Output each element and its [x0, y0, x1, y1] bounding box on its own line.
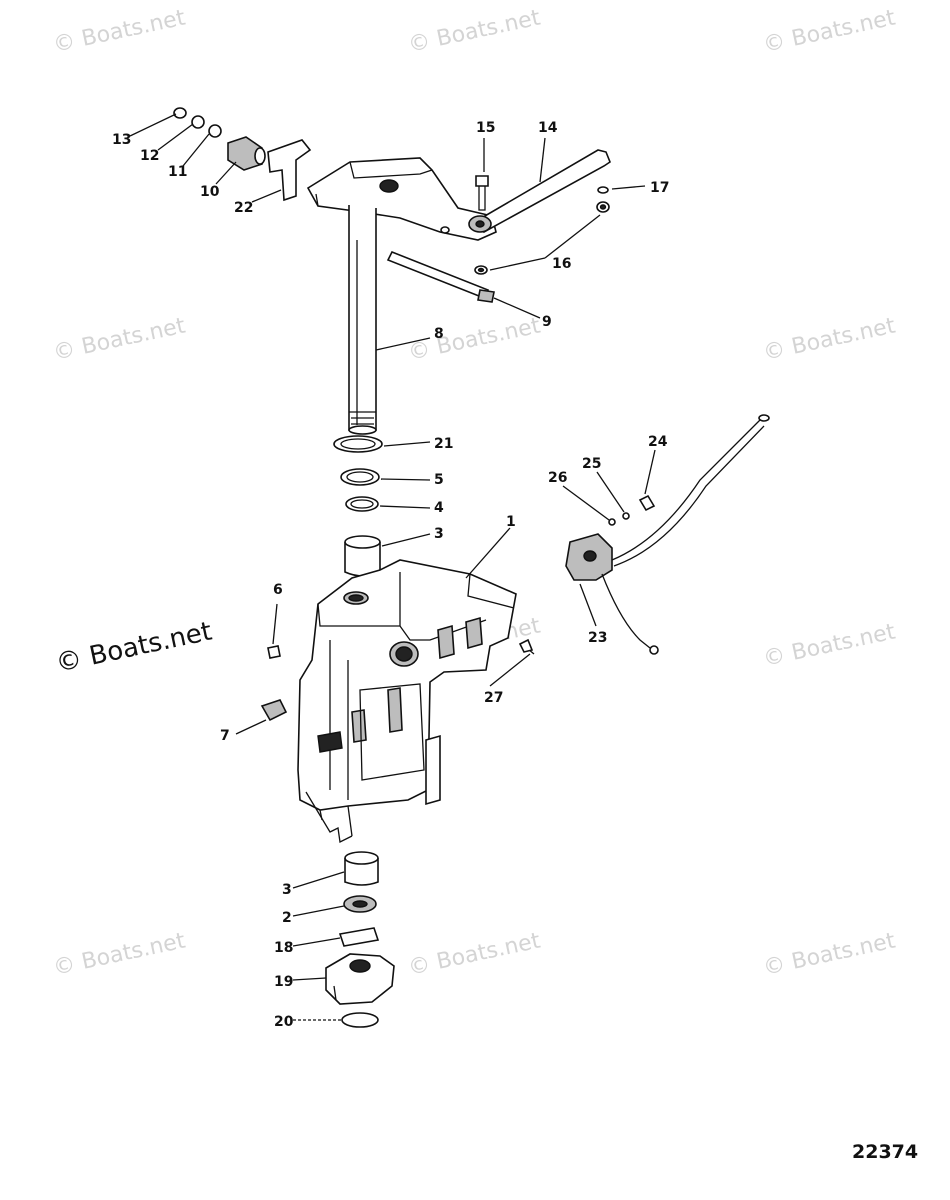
small-parts-upper-left: [173, 107, 312, 202]
callout-27: 27: [484, 690, 503, 706]
nuts-16-17: [474, 186, 610, 275]
callout-6: 6: [273, 582, 283, 598]
watermark: © Boats.net: [761, 928, 898, 980]
callout-26: 26: [548, 470, 567, 486]
watermark: © Boats.net: [761, 5, 898, 57]
callout-15: 15: [476, 120, 495, 136]
callout-21: 21: [434, 436, 453, 452]
callout-10: 10: [200, 184, 220, 200]
callout-3-lower: 3: [282, 882, 292, 898]
callout-24: 24: [648, 434, 668, 450]
callout-1: 1: [506, 514, 516, 530]
steering-arm: [306, 157, 497, 435]
watermark: © Boats.net: [761, 619, 898, 671]
callout-16: 16: [552, 256, 571, 272]
callout-17: 17: [650, 180, 669, 196]
leader-lines: [129, 113, 656, 1021]
callout-7: 7: [220, 728, 230, 744]
link-rod: [386, 250, 495, 303]
switch-assembly: [565, 414, 770, 655]
callout-3: 3: [434, 526, 444, 542]
tube-rings: [333, 435, 383, 577]
watermark: © Boats.net: [51, 5, 188, 57]
lower-parts: [325, 851, 395, 1028]
callout-12: 12: [140, 148, 159, 164]
callout-9: 9: [542, 314, 552, 330]
bolt-15: [475, 175, 489, 211]
watermark-large: © Boats.net: [53, 617, 214, 679]
callout-23: 23: [588, 630, 607, 646]
watermark: © Boats.net: [406, 928, 543, 980]
callout-25: 25: [582, 456, 601, 472]
callout-14: 14: [538, 120, 558, 136]
callout-8: 8: [434, 326, 444, 342]
steering-link: [468, 149, 611, 234]
callout-4: 4: [434, 500, 444, 516]
callout-labels: 13 12 11 10 22 15 14 17 16 9 8 21 5 4 3 …: [112, 120, 669, 1030]
callout-22: 22: [234, 200, 253, 216]
callout-2: 2: [282, 910, 292, 926]
callout-11: 11: [168, 164, 187, 180]
callout-20: 20: [274, 1014, 294, 1030]
watermark: © Boats.net: [51, 313, 188, 365]
callout-13: 13: [112, 132, 131, 148]
callout-19: 19: [274, 974, 293, 990]
figure-number: 22374: [852, 1141, 918, 1163]
watermarks: © Boats.net © Boats.net © Boats.net © Bo…: [51, 5, 898, 980]
watermark: © Boats.net: [406, 313, 543, 365]
swivel-bracket: [297, 559, 517, 843]
watermark: © Boats.net: [51, 928, 188, 980]
watermark: © Boats.net: [406, 5, 543, 57]
screws-6-7-27: [260, 638, 535, 722]
callout-5: 5: [434, 472, 444, 488]
watermark: © Boats.net: [761, 313, 898, 365]
callout-18: 18: [274, 940, 293, 956]
